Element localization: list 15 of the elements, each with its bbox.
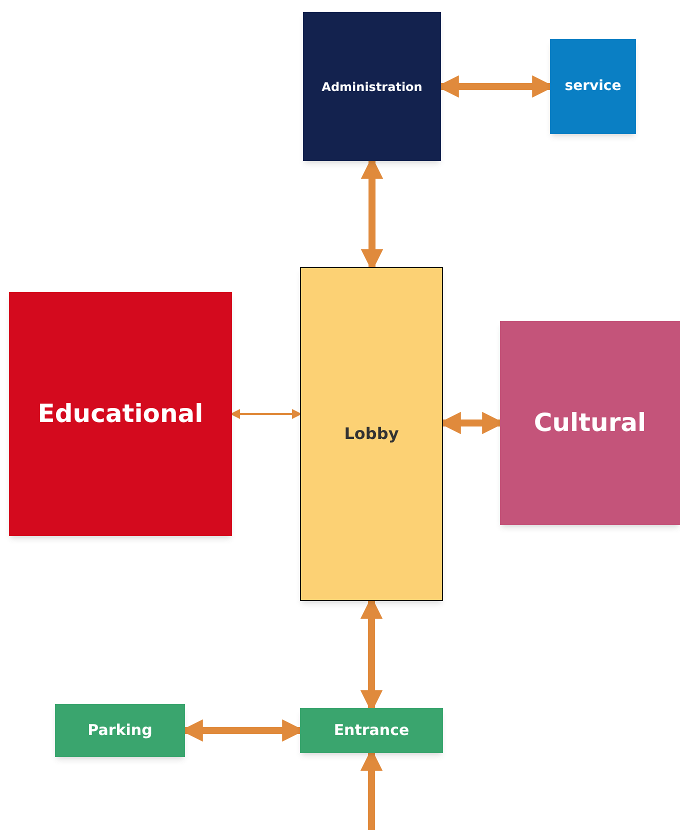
box-label: service xyxy=(564,77,622,96)
educational-box xyxy=(9,292,232,536)
box-label: Entrance xyxy=(334,720,410,742)
box-label: Lobby xyxy=(344,423,399,445)
box-label: Cultural xyxy=(534,407,646,440)
service-box xyxy=(550,39,636,134)
cultural-box xyxy=(500,321,680,525)
entrance-box xyxy=(300,708,443,753)
box-label: Parking xyxy=(88,720,152,742)
box-label: Educational xyxy=(38,398,204,430)
administration-box xyxy=(303,12,441,161)
parking-box xyxy=(55,704,185,757)
lobby-box xyxy=(300,267,443,601)
box-label: Administration xyxy=(322,78,422,96)
double-arrow xyxy=(230,409,302,419)
